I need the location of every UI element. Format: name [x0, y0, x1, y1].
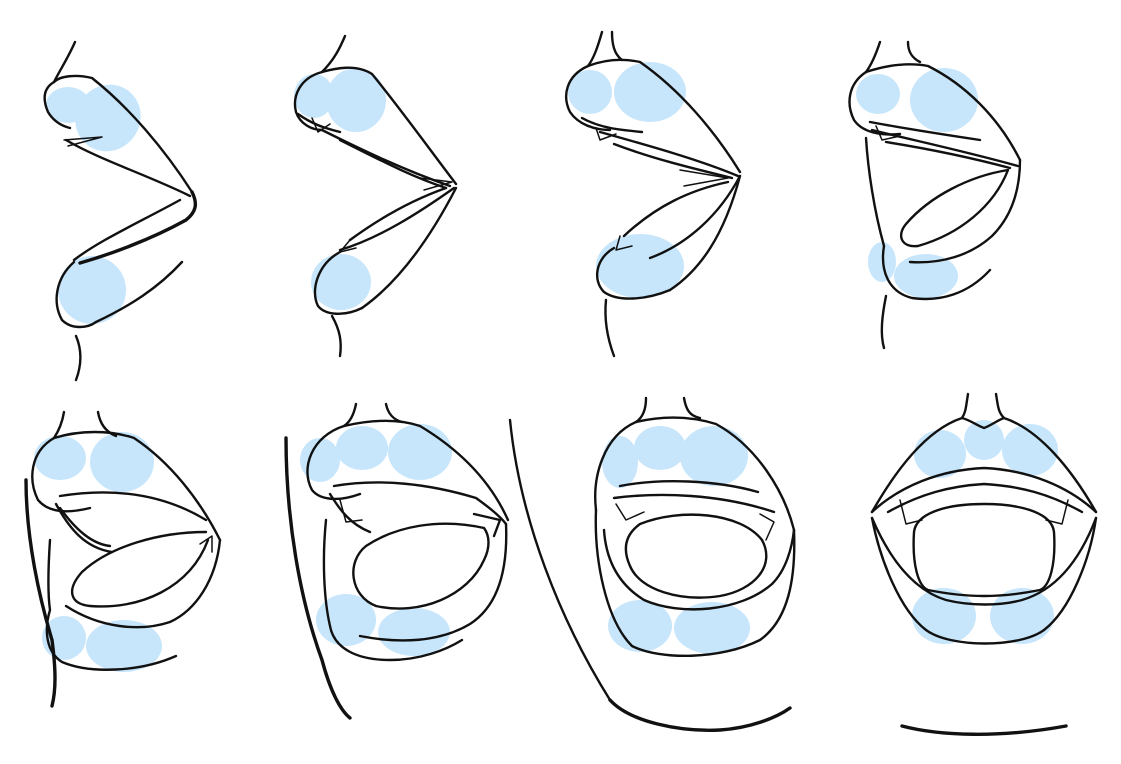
- mouth-linework: [43, 40, 198, 382]
- mouth-panel-5: [24, 410, 222, 708]
- mouth-panel-6: [284, 402, 510, 720]
- lip-highlights: [912, 420, 1058, 644]
- mouth-linework: [293, 34, 458, 358]
- lip-highlights: [300, 424, 452, 656]
- mouth-linework: [24, 410, 222, 708]
- lip-highlights: [34, 432, 162, 672]
- mouth-panel-1: [43, 40, 198, 382]
- mouth-linework: [870, 392, 1098, 736]
- lip-highlights: [856, 68, 978, 298]
- mouth-linework: [848, 40, 1022, 350]
- lip-highlights: [568, 62, 686, 298]
- lip-highlights: [602, 426, 750, 654]
- mouth-linework: [508, 396, 796, 732]
- mouth-linework: [284, 402, 510, 720]
- mouth-panel-7: [508, 396, 796, 732]
- mouth-panel-4: [848, 40, 1022, 350]
- lip-highlights: [294, 68, 386, 310]
- mouth-linework: [565, 30, 742, 358]
- lip-highlights: [46, 84, 141, 324]
- mouth-panel-3: [565, 30, 742, 358]
- mouth-panel-8: [870, 392, 1098, 736]
- mouth-panel-2: [293, 34, 458, 358]
